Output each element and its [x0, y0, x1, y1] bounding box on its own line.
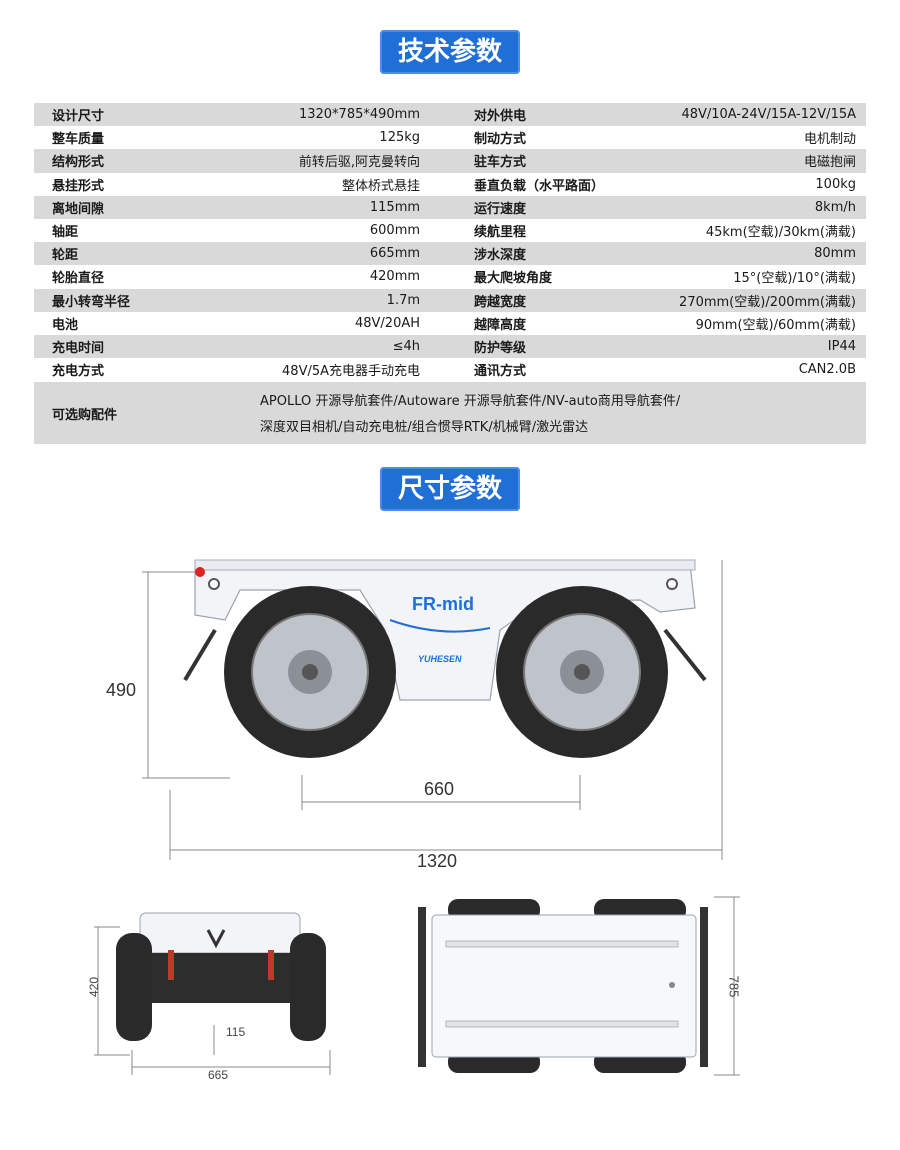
spec-gap: [436, 219, 466, 242]
spec-value: 1320*785*490mm: [138, 103, 437, 127]
spec-value: 前转后驱,阿克曼转向: [138, 149, 437, 173]
rear-wheel: [224, 586, 396, 758]
maker-text: YUHESEN: [418, 654, 462, 664]
track-label: 665: [208, 1068, 229, 1082]
brand-text: FR-mid: [412, 594, 474, 614]
front-height-label: 420: [87, 976, 102, 998]
spec-label: 续航里程: [474, 225, 527, 241]
spec-label: 整车质量: [52, 132, 105, 148]
spec-label: 通讯方式: [474, 364, 527, 380]
spec-label: 轮距: [34, 242, 139, 266]
spec-gap: [436, 288, 467, 312]
front-view-drawing: [94, 912, 331, 1075]
spec-row: 轮胎直径 420mm 最大爬坡角度 15°(空载)/10°(满载): [34, 265, 866, 288]
spec-value: 665mm: [138, 242, 437, 266]
spec-value: CAN2.0B: [798, 362, 856, 378]
spec-value: 90mm(空载)/60mm(满载): [695, 317, 856, 333]
spec-value: 15°(空载)/10°(满载): [733, 271, 856, 287]
spec-row: 悬挂形式 整体桥式悬挂 垂直负载（水平路面） 100kg: [34, 173, 866, 196]
side-view-drawing: FR-mid YUHESEN: [142, 559, 723, 860]
spec-label: 防护等级: [466, 334, 613, 359]
spec-value: 270mm(空载)/200mm(满载): [612, 288, 866, 312]
clearance-label: 115: [226, 1025, 246, 1039]
spec-row: 轴距 600mm 续航里程 45km(空载)/30km(满载): [34, 219, 866, 242]
spec-row: 结构形式前转后驱,阿克曼转向 驻车方式电磁抱闸: [34, 149, 866, 173]
spec-value: 48V/5A充电器手动充电: [282, 364, 421, 380]
accessories-row: 可选购配件 APOLLO 开源导航套件/Autoware 开源导航套件/NV-a…: [34, 382, 866, 444]
spec-label: 越障高度: [474, 317, 527, 333]
spec-label: 悬挂形式: [52, 178, 105, 194]
spec-label: 驻车方式: [466, 149, 613, 173]
spec-gap: [436, 103, 467, 127]
spec-label: 最小转弯半径: [34, 288, 139, 312]
spec-value: 600mm: [369, 223, 421, 239]
spec-value: 1.7m: [138, 288, 437, 312]
spec-value: 125kg: [379, 130, 421, 146]
spec-value: ≤4h: [138, 334, 437, 359]
spec-label: 充电方式: [52, 364, 105, 380]
width-label: 785: [726, 975, 742, 998]
spec-label: 设计尺寸: [34, 103, 139, 127]
spec-gap: [436, 126, 466, 149]
spec-label: 涉水深度: [466, 242, 613, 266]
spec-label: 结构形式: [34, 149, 139, 173]
spec-label: 离地间隙: [34, 195, 139, 219]
spec-row: 充电方式 48V/5A充电器手动充电 通讯方式 CAN2.0B: [34, 358, 866, 381]
spec-gap: [436, 265, 466, 288]
length-label: 1320: [417, 851, 458, 871]
accessories-line-2: 深度双目相机/自动充电桩/组合惯导RTK/机械臂/激光雷达: [260, 420, 589, 435]
spec-gap: [436, 312, 466, 335]
spec-value: 115mm: [138, 195, 437, 219]
spec-value: IP44: [612, 334, 866, 359]
spec-label: 最大爬坡角度: [474, 271, 553, 287]
spec-label: 轴距: [52, 225, 79, 241]
accessories-line-1: APOLLO 开源导航套件/Autoware 开源导航套件/NV-auto商用导…: [260, 394, 681, 409]
spec-value: 8km/h: [612, 195, 866, 219]
spec-label: 对外供电: [466, 103, 613, 127]
accessories-label: 可选购配件: [52, 408, 118, 423]
spec-gap: [436, 242, 467, 266]
spec-value: 48V/20AH: [354, 315, 421, 331]
spec-value: 电机制动: [803, 132, 856, 148]
spec-gap: [436, 149, 467, 173]
spec-label: 垂直负载（水平路面）: [474, 178, 605, 194]
spec-row: 电池 48V/20AH 越障高度 90mm(空载)/60mm(满载): [34, 312, 866, 335]
spec-label: 运行速度: [466, 195, 613, 219]
spec-value: 420mm: [369, 269, 421, 285]
dimension-section-title: 尺寸参数: [380, 467, 520, 511]
spec-value: 整体桥式悬挂: [342, 178, 421, 194]
spec-gap: [436, 358, 466, 381]
spec-value: 80mm: [612, 242, 866, 266]
spec-label: 充电时间: [34, 334, 139, 359]
spec-label: 轮胎直径: [52, 271, 105, 287]
spec-value: 45km(空载)/30km(满载): [705, 225, 856, 241]
spec-value: 48V/10A-24V/15A-12V/15A: [612, 103, 866, 127]
spec-row: 整车质量 125kg 制动方式 电机制动: [34, 126, 866, 149]
spec-value: 电磁抱闸: [612, 149, 866, 173]
spec-label: 跨越宽度: [466, 288, 613, 312]
side-height-label: 490: [106, 680, 137, 700]
spec-section-title: 技术参数: [380, 30, 520, 74]
spec-value: 100kg: [815, 176, 856, 192]
spec-label: 制动方式: [474, 132, 527, 148]
front-wheel: [496, 586, 668, 758]
spec-label: 电池: [52, 317, 79, 333]
spec-gap: [436, 195, 467, 219]
wheelbase-label: 660: [424, 779, 455, 799]
top-view-drawing: [418, 896, 740, 1076]
spec-gap: [436, 173, 466, 196]
spec-gap: [436, 334, 467, 359]
